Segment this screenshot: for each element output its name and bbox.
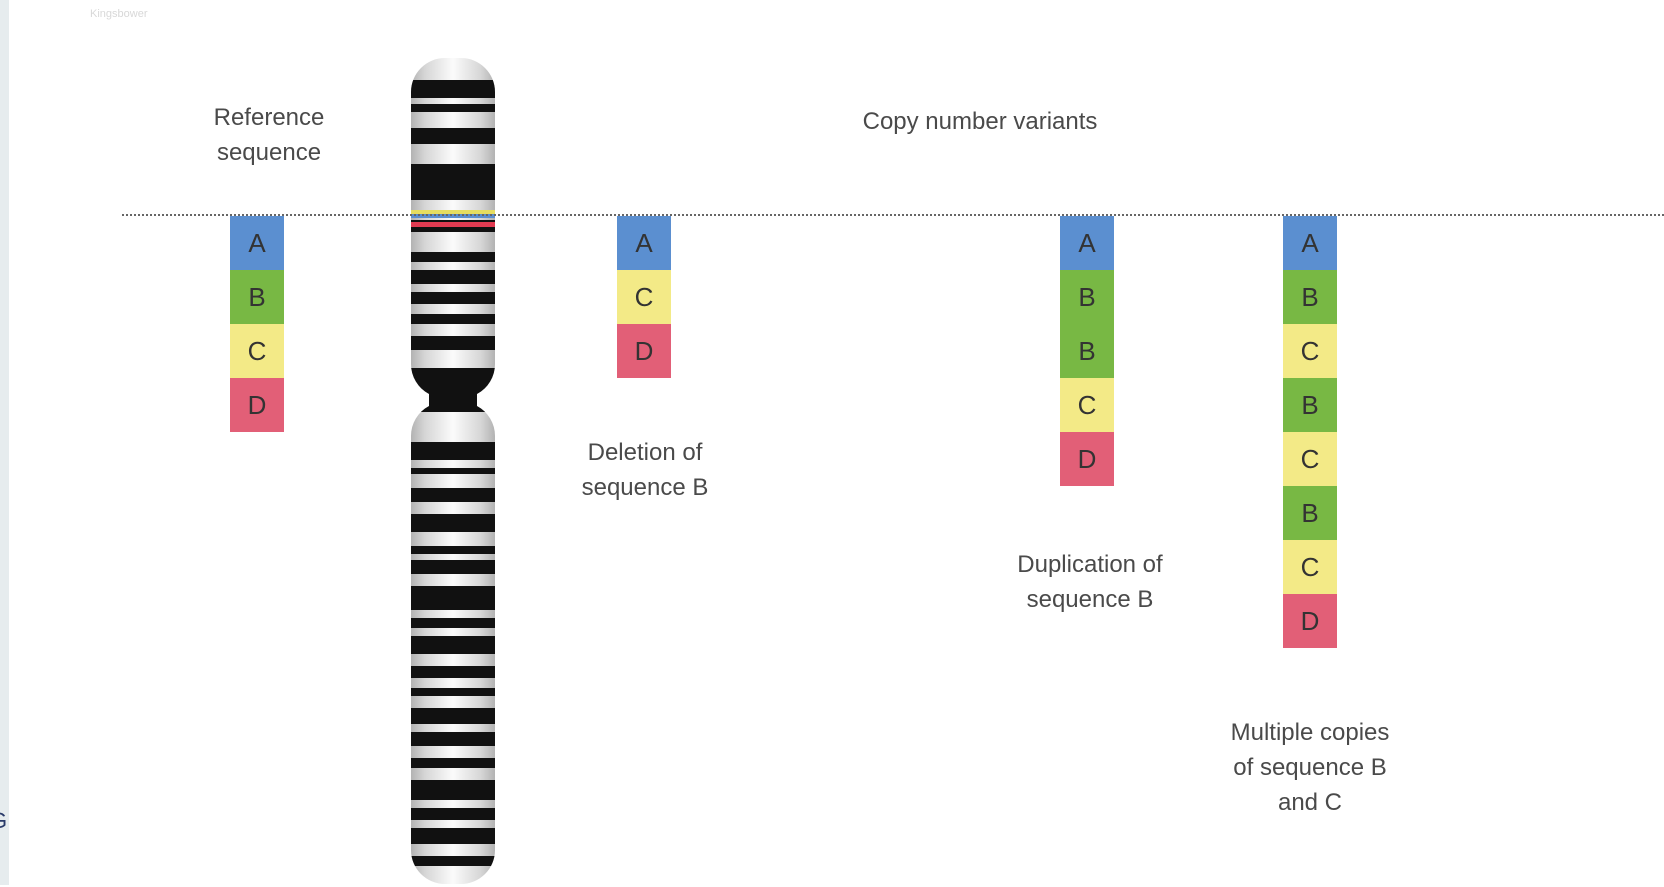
chromosome (411, 58, 495, 884)
chromosome-band-25 (411, 758, 495, 768)
chromosome-band-11 (411, 368, 495, 412)
chromosome-band-22 (411, 688, 495, 696)
block-deletion-3-d: D (617, 324, 671, 378)
block-multiple-2-b: B (1283, 270, 1337, 324)
duplication-label: Duplication of sequence B (1017, 551, 1163, 613)
block-duplication-4-c: C (1060, 378, 1114, 432)
chromosome-band-28 (411, 828, 495, 844)
block-deletion-1-a: A (617, 216, 671, 270)
block-duplication-1-a: A (1060, 216, 1114, 270)
cnv-title: Copy number variants (862, 108, 1098, 135)
chromosome-band-8 (411, 292, 495, 304)
chromosome-band-27 (411, 808, 495, 820)
chromosome-band-4 (411, 164, 495, 200)
chromosome-band-23 (411, 708, 495, 724)
block-multiple-4-b: B (1283, 378, 1337, 432)
chromosome-band-7 (411, 270, 495, 284)
chromosome-band-6 (411, 252, 495, 262)
chromosome-band-9 (411, 314, 495, 324)
edge-letter-g: G (0, 808, 7, 834)
block-multiple-7-c: C (1283, 540, 1337, 594)
chromosome-highlight-1 (411, 210, 495, 214)
chromosome-band-29 (411, 856, 495, 866)
block-reference-3-c: C (230, 324, 284, 378)
chromosome-band-19 (411, 618, 495, 628)
reference-sequence-label: Reference sequence (213, 104, 325, 166)
chromosome-band-26 (411, 780, 495, 800)
chromosome-band-16 (411, 546, 495, 554)
chromosome-band-3 (411, 128, 495, 144)
chromosome-band-17 (411, 560, 495, 574)
chromosome-band-1 (411, 80, 495, 98)
watermark-text: Kingsbower (90, 8, 148, 20)
left-edge-strip (0, 0, 9, 885)
chromosome-band-2 (411, 104, 495, 112)
chromosome-band-20 (411, 636, 495, 654)
chromosome-band-14 (411, 488, 495, 502)
block-deletion-2-c: C (617, 270, 671, 324)
block-multiple-3-c: C (1283, 324, 1337, 378)
block-reference-4-d: D (230, 378, 284, 432)
chromosome-band-15 (411, 514, 495, 532)
block-duplication-5-d: D (1060, 432, 1114, 486)
chromosome-band-13 (411, 468, 495, 474)
chromosome-highlight-2 (411, 214, 495, 218)
multiple-copies-label: Multiple copies of sequence B and C (1230, 719, 1390, 816)
block-multiple-8-d: D (1283, 594, 1337, 648)
block-multiple-5-c: C (1283, 432, 1337, 486)
reference-line (122, 214, 1664, 216)
deletion-label: Deletion of sequence B (581, 439, 709, 501)
chromosome-band-10 (411, 336, 495, 350)
chromosome-band-21 (411, 666, 495, 678)
chromosome-band-24 (411, 732, 495, 746)
block-duplication-2-b: B (1060, 270, 1114, 324)
block-multiple-1-a: A (1283, 216, 1337, 270)
block-multiple-6-b: B (1283, 486, 1337, 540)
block-reference-1-a: A (230, 216, 284, 270)
block-reference-2-b: B (230, 270, 284, 324)
chromosome-band-18 (411, 586, 495, 610)
chromosome-band-12 (411, 442, 495, 460)
chromosome-highlight-3 (411, 222, 495, 227)
block-duplication-3-b: B (1060, 324, 1114, 378)
